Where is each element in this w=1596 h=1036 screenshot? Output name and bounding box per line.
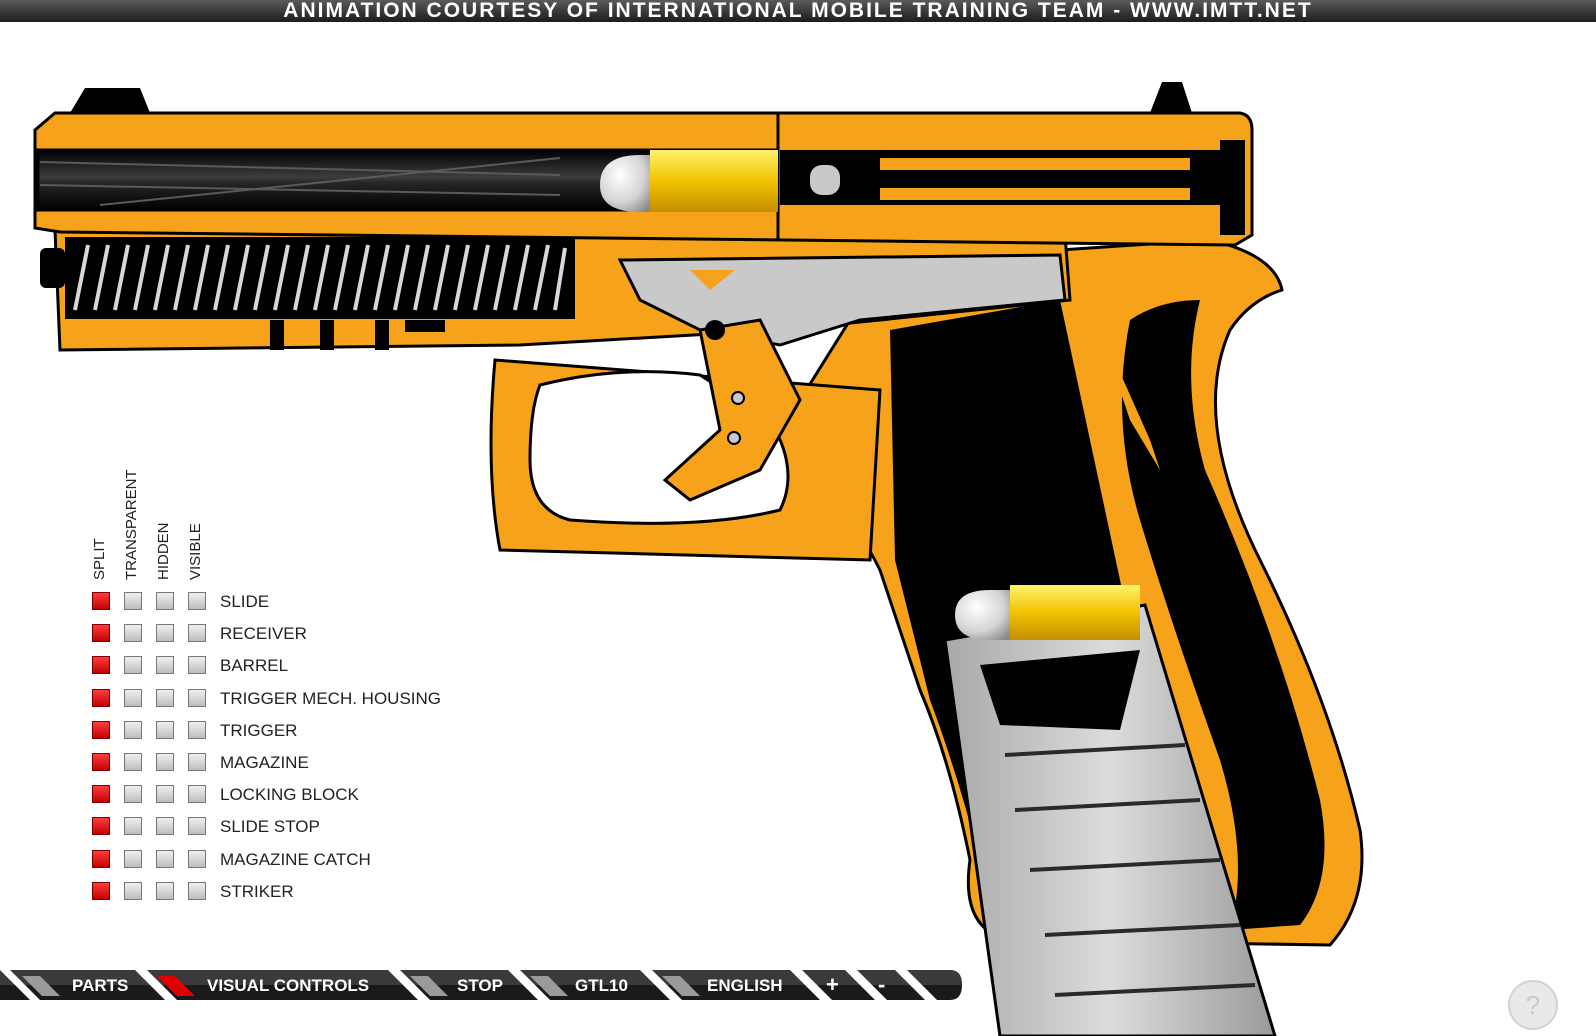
language-button[interactable]: ENGLISH [707, 976, 783, 995]
column-header-split: SPLIT [91, 538, 108, 580]
hidden-checkbox[interactable] [156, 720, 174, 739]
split-checkbox[interactable] [92, 753, 110, 771]
visible-checkbox[interactable] [188, 753, 206, 771]
split-checkbox[interactable] [92, 656, 110, 675]
split-checkbox[interactable] [92, 849, 110, 868]
pistol-cutaway-diagram [33, 82, 1364, 1036]
part-label: STRIKER [220, 881, 294, 901]
visible-checkbox[interactable] [188, 817, 206, 836]
transparent-checkbox[interactable] [124, 753, 142, 771]
stop-button[interactable]: STOP [457, 976, 503, 995]
stop-indicator-icon [410, 976, 448, 996]
transparent-checkbox[interactable] [124, 720, 142, 739]
trigger-mechanism [617, 253, 1067, 502]
pistol-cutaway-stage [0, 22, 1596, 1036]
hidden-checkbox[interactable] [156, 624, 174, 643]
column-header-visible: VISIBLE [187, 523, 204, 580]
zoom-in-button[interactable]: + [826, 972, 839, 997]
visible-checkbox[interactable] [188, 849, 206, 868]
visible-checkbox[interactable] [188, 688, 206, 707]
transparent-checkbox[interactable] [124, 624, 142, 643]
help-button[interactable]: ? [1508, 980, 1558, 1030]
part-label: BARREL [220, 656, 289, 676]
hidden-checkbox[interactable] [156, 656, 174, 675]
hidden-checkbox[interactable] [156, 881, 174, 900]
part-label: MAGAZINE [220, 753, 309, 772]
visible-checkbox[interactable] [188, 720, 206, 739]
part-label: SLIDE STOP [220, 817, 320, 837]
transparent-checkbox[interactable] [124, 817, 142, 836]
hidden-checkbox[interactable] [156, 592, 174, 610]
visible-checkbox[interactable] [188, 624, 206, 643]
split-checkbox[interactable] [92, 592, 110, 610]
transparent-checkbox[interactable] [124, 592, 142, 610]
hidden-checkbox[interactable] [156, 785, 174, 804]
visible-checkbox[interactable] [188, 785, 206, 804]
part-label: SLIDE [220, 592, 270, 611]
transparent-checkbox[interactable] [124, 881, 142, 900]
hidden-checkbox[interactable] [156, 817, 174, 836]
split-checkbox[interactable] [92, 785, 110, 804]
barrel [36, 148, 780, 212]
visible-checkbox[interactable] [188, 656, 206, 675]
model-indicator-icon [530, 976, 568, 996]
column-header-transparent: TRANSPARENT [123, 469, 140, 580]
split-checkbox[interactable] [92, 817, 110, 836]
model-button[interactable]: GTL10 [575, 976, 628, 995]
transparent-checkbox[interactable] [124, 849, 142, 868]
control-bar [0, 970, 962, 1000]
part-label: TRIGGER [220, 720, 298, 740]
zoom-out-button[interactable]: - [878, 972, 886, 997]
split-checkbox[interactable] [92, 688, 110, 707]
language-indicator-icon [662, 976, 700, 996]
visual-controls-button[interactable]: VISUAL CONTROLS [207, 976, 370, 995]
part-label: TRIGGER MECH. HOUSING [220, 688, 442, 708]
hidden-checkbox[interactable] [156, 753, 174, 771]
visible-checkbox[interactable] [188, 881, 206, 900]
visible-checkbox[interactable] [188, 592, 206, 610]
split-checkbox[interactable] [92, 720, 110, 739]
transparent-checkbox[interactable] [124, 656, 142, 675]
parts-indicator-icon [22, 976, 60, 996]
part-label: MAGAZINE CATCH [220, 849, 371, 869]
split-checkbox[interactable] [92, 624, 110, 643]
hidden-checkbox[interactable] [156, 849, 174, 868]
parts-button[interactable]: PARTS [72, 976, 129, 995]
transparent-checkbox[interactable] [124, 785, 142, 804]
part-label: RECEIVER [220, 624, 307, 644]
part-label: LOCKING BLOCK [220, 785, 359, 805]
magazine [943, 585, 1277, 1036]
column-header-hidden: HIDDEN [155, 522, 172, 580]
visual-controls-indicator-icon [157, 976, 195, 996]
hidden-checkbox[interactable] [156, 688, 174, 707]
split-checkbox[interactable] [92, 881, 110, 900]
credit-banner: ANIMATION COURTESY OF INTERNATIONAL MOBI… [0, 0, 1596, 22]
transparent-checkbox[interactable] [124, 688, 142, 707]
